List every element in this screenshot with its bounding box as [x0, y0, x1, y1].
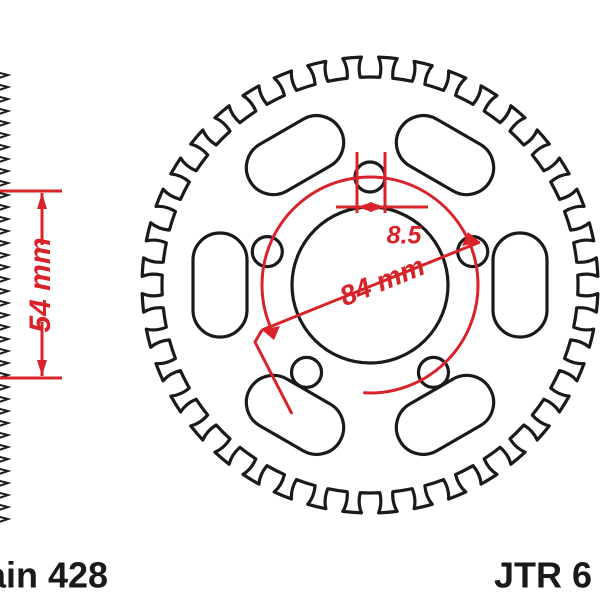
sprocket-teeth — [140, 55, 600, 515]
lightening-slot — [244, 373, 346, 456]
dimension-centre-bore-54mm: 54 mm — [0, 189, 62, 380]
dimension-label-54mm: 54 mm — [24, 237, 57, 332]
lightening-slots — [191, 114, 549, 456]
bolt-hole — [416, 355, 451, 389]
caption-chain-spec: ain 428 — [0, 555, 108, 596]
dimension-label-8-5: 8.5 — [387, 222, 423, 250]
witness-tail-lower-left — [253, 329, 294, 415]
bolt-circle-arc — [260, 175, 480, 395]
lightening-slot — [491, 231, 549, 339]
tooth-profile-path — [140, 55, 600, 515]
caption-part-number: JTR 6 — [494, 555, 592, 596]
lightening-slot — [394, 114, 496, 197]
lightening-slot — [394, 373, 496, 456]
arrowhead-inward-right — [370, 202, 385, 212]
arrowhead-lower-left — [262, 326, 280, 340]
lightening-slot — [244, 114, 346, 197]
arrowhead-up — [37, 193, 47, 209]
sprocket-front-view — [140, 55, 600, 515]
arrowhead-upper-right — [462, 232, 480, 246]
dimension-bolt-hole-8-5: 8.5 — [336, 152, 428, 250]
dimension-leader-line — [261, 240, 481, 332]
arrowhead-inward-left — [357, 202, 372, 212]
bolt-hole — [289, 355, 324, 389]
side-view-teeth — [0, 71, 12, 523]
arrowhead-down — [37, 360, 47, 376]
lightening-slot — [191, 231, 249, 339]
side-profile-view — [0, 71, 12, 523]
bolt-hole — [250, 235, 284, 269]
